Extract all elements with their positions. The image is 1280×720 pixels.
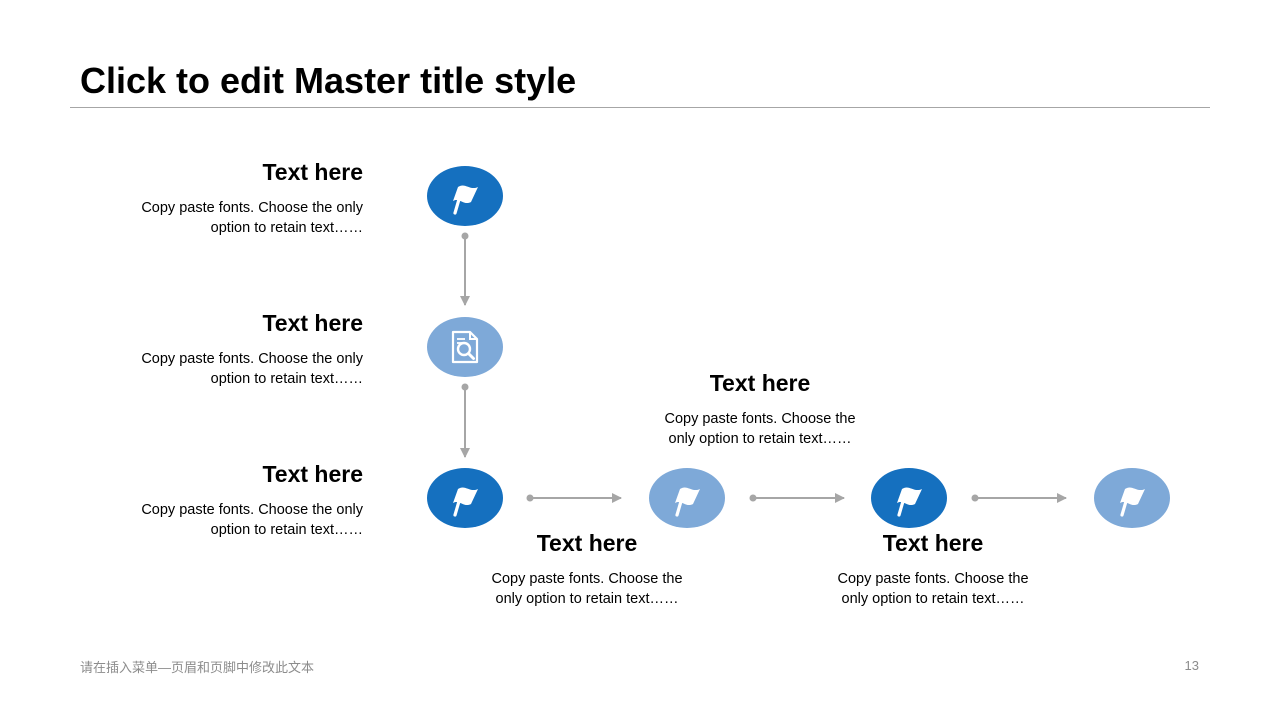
step-5-text: Text here Copy paste fonts. Choose the o… — [650, 369, 870, 449]
step-2-node[interactable] — [427, 317, 503, 377]
arrow-2-to-3 — [460, 383, 470, 458]
title-divider — [70, 107, 1210, 108]
footer-text[interactable]: 请在插入菜单—页眉和页脚中修改此文本 — [80, 660, 315, 675]
arrow-1-to-2 — [460, 232, 470, 306]
step-2-body[interactable]: Copy paste fonts. Choose the only option… — [141, 351, 363, 387]
step-3-heading[interactable]: Text here — [262, 461, 363, 487]
step-1-node[interactable] — [427, 166, 503, 226]
step-5-body[interactable]: Copy paste fonts. Choose the only option… — [664, 411, 856, 447]
arrow-3-to-4 — [526, 493, 622, 503]
step-6-body[interactable]: Copy paste fonts. Choose the only option… — [837, 571, 1029, 607]
step-3-body[interactable]: Copy paste fonts. Choose the only option… — [141, 502, 363, 538]
step-4-heading[interactable]: Text here — [536, 530, 638, 556]
flag-icon — [453, 185, 478, 215]
document-search-icon — [451, 330, 479, 364]
step-4-node[interactable] — [649, 468, 725, 528]
step-3-text: Text here Copy paste fonts. Choose the o… — [123, 460, 363, 540]
arrow-5-to-6 — [971, 493, 1067, 503]
step-2-text: Text here Copy paste fonts. Choose the o… — [123, 309, 363, 389]
page-number[interactable]: 13 — [1184, 658, 1199, 673]
arrow-4-to-5 — [749, 493, 845, 503]
step-4-text: Text here Copy paste fonts. Choose the o… — [477, 529, 697, 609]
step-6-text: Text here Copy paste fonts. Choose the o… — [823, 529, 1043, 609]
flag-icon — [897, 487, 922, 517]
step-1-text: Text here Copy paste fonts. Choose the o… — [123, 158, 363, 238]
step-5-heading[interactable]: Text here — [709, 370, 811, 396]
step-2-heading[interactable]: Text here — [262, 310, 363, 336]
step-1-body[interactable]: Copy paste fonts. Choose the only option… — [141, 200, 363, 236]
step-6-heading[interactable]: Text here — [882, 530, 984, 556]
flag-icon — [675, 487, 700, 517]
flag-icon — [453, 487, 478, 517]
step-6-node[interactable] — [1094, 468, 1170, 528]
step-4-body[interactable]: Copy paste fonts. Choose the only option… — [491, 571, 683, 607]
step-3-node[interactable] — [427, 468, 503, 528]
slide-title[interactable]: Click to edit Master title style — [80, 60, 577, 101]
flag-icon — [1120, 487, 1145, 517]
step-5-node[interactable] — [871, 468, 947, 528]
step-1-heading[interactable]: Text here — [262, 159, 363, 185]
